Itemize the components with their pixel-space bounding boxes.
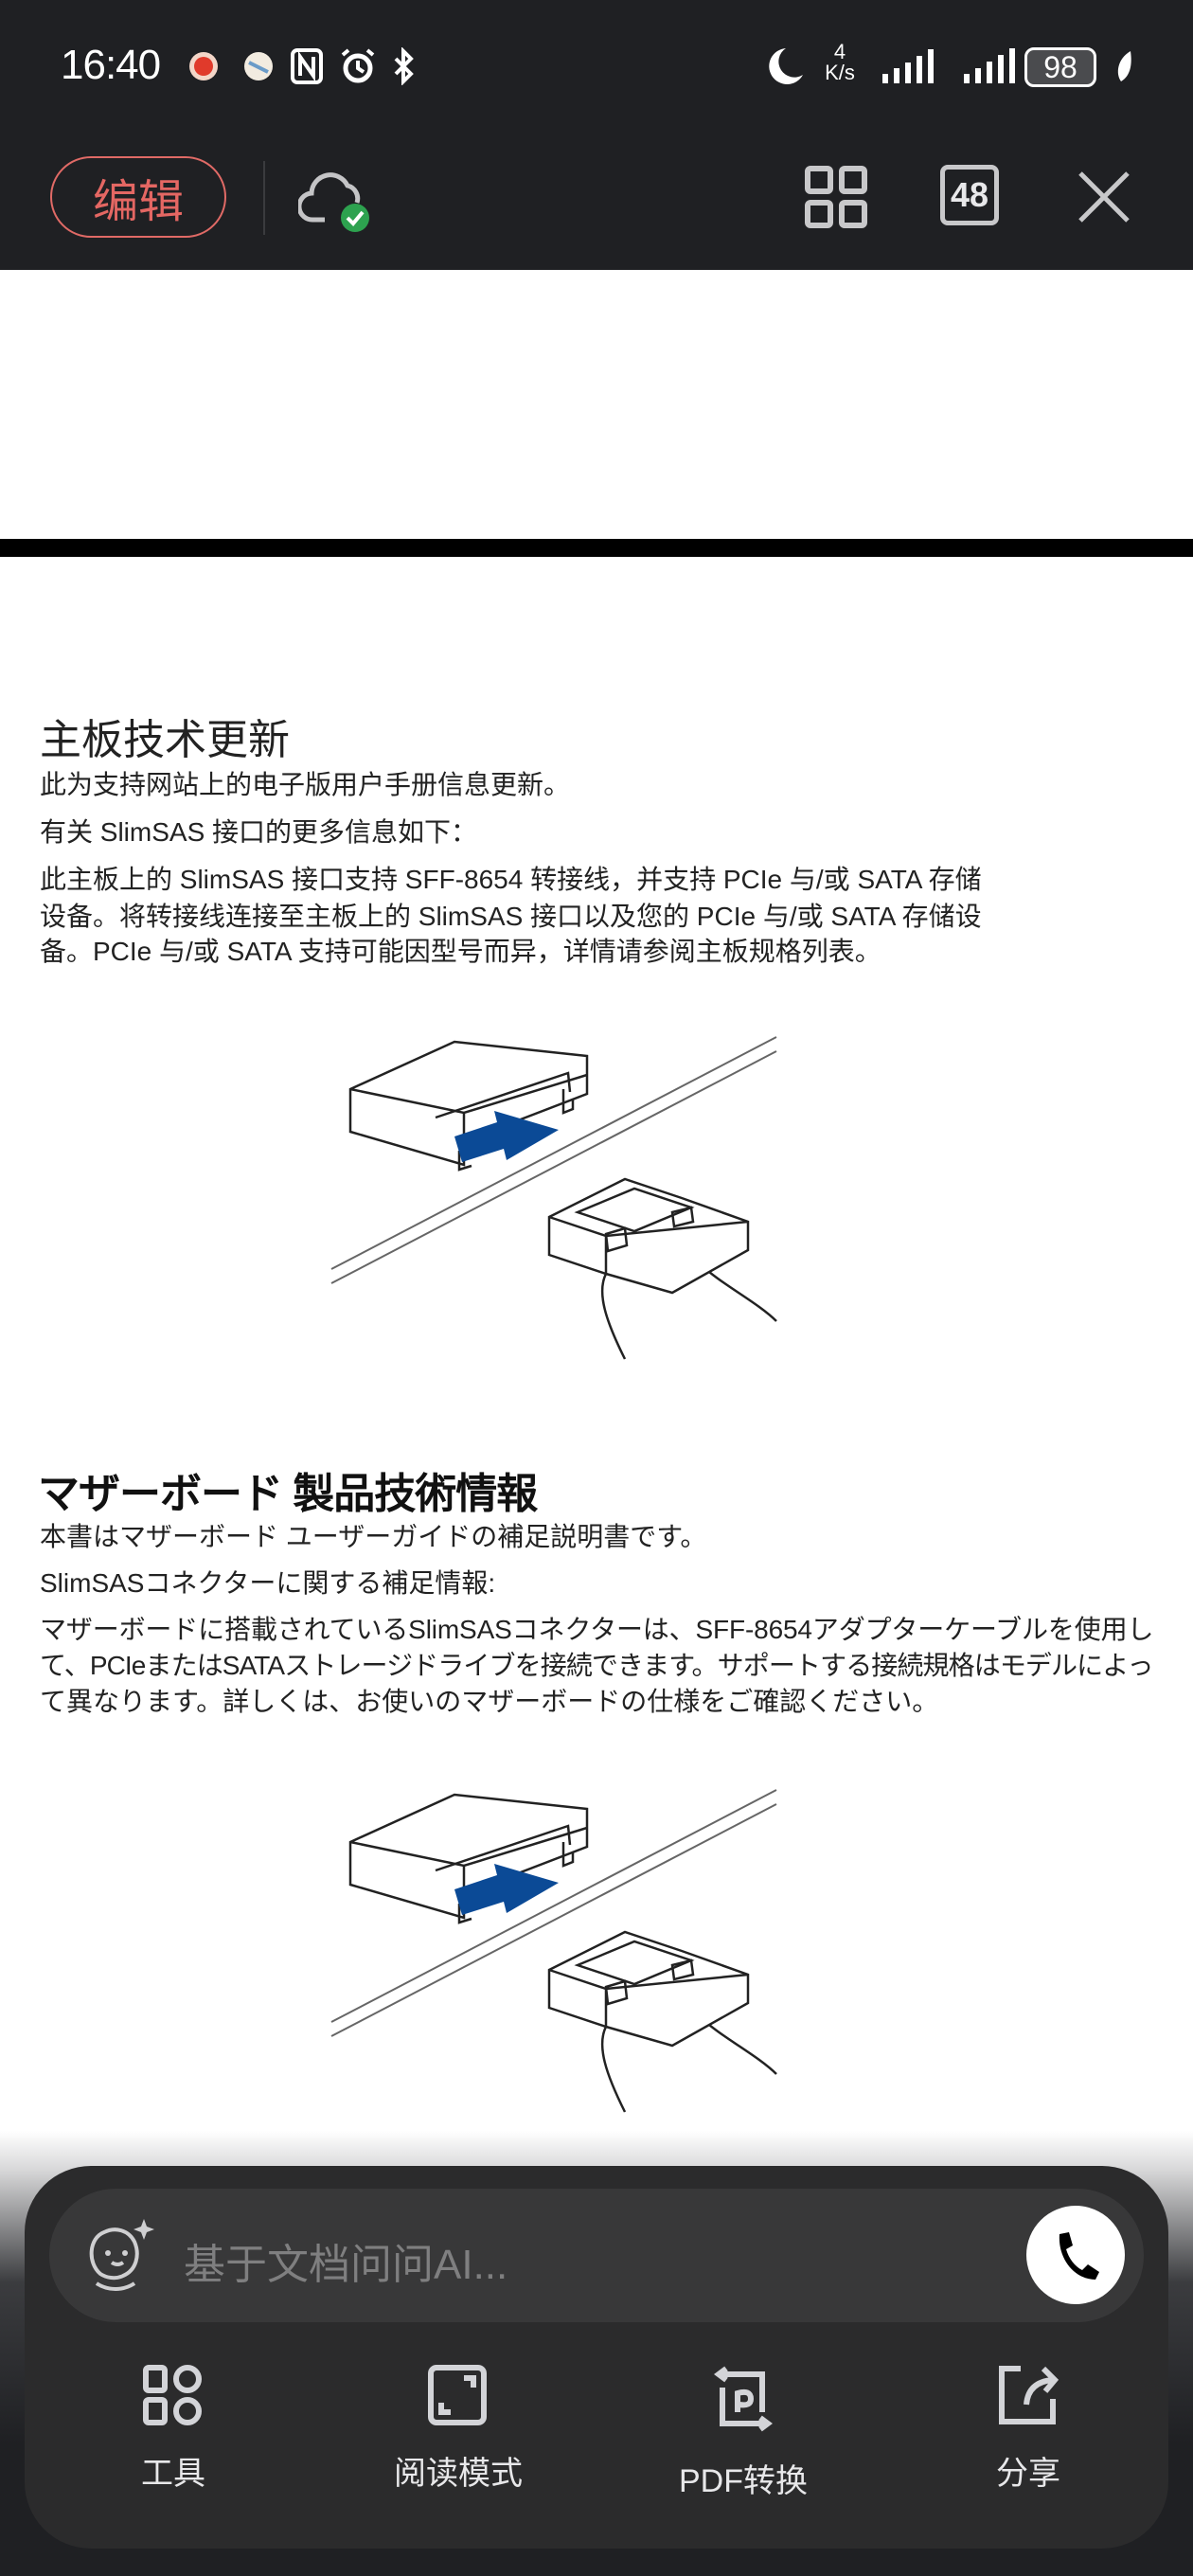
document-toolbar: 编辑 48 xyxy=(0,133,1193,270)
reading-mode-button[interactable]: 阅读模式 xyxy=(345,2365,572,2494)
paragraph-line: 备。PCIe 与/或 SATA 支持可能因型号而异，详情请参阅主板规格列表。 xyxy=(40,937,881,966)
voice-call-button[interactable] xyxy=(1026,2206,1125,2304)
section-title: 主板技术更新 xyxy=(40,717,290,763)
share-button[interactable]: 分享 xyxy=(915,2365,1142,2494)
share-label: 分享 xyxy=(996,2456,1060,2492)
signal-strength-icon xyxy=(962,47,1015,85)
do-not-disturb-icon xyxy=(765,47,805,85)
pdf-convert-label: PDF转换 xyxy=(679,2463,808,2499)
page-count-button[interactable]: 48 xyxy=(940,165,999,225)
paragraph-line: て異なります。詳しくは、お使いのマザーボードの仕様をご確認ください。 xyxy=(40,1687,939,1716)
paragraph: SlimSASコネクターに関する補足情報: xyxy=(40,1568,496,1598)
signal-strength-icon xyxy=(873,47,941,85)
battery-level: 98 xyxy=(1024,47,1096,87)
bottom-action-panel: 基于文档问问AI... 工具 阅读模式 PDF转换 分享 xyxy=(25,2166,1168,2549)
close-icon[interactable] xyxy=(1077,170,1131,228)
insert-arrow-icon xyxy=(454,1111,559,1162)
pdf-convert-icon xyxy=(714,2366,773,2432)
tools-label: 工具 xyxy=(141,2456,205,2492)
paragraph: 有关 SlimSAS 接口的更多信息如下： xyxy=(40,817,478,847)
paragraph-line: 此主板上的 SlimSAS 接口支持 SFF-8654 转接线，并支持 PCIe… xyxy=(40,865,982,894)
insert-arrow-icon xyxy=(454,1864,559,1915)
page-separator xyxy=(0,539,1193,557)
section-title: マザーボード 製品技術情報 xyxy=(38,1471,538,1517)
power-saving-leaf-icon xyxy=(1113,47,1134,85)
grid-icon xyxy=(143,2365,202,2425)
network-speed-unit: K/s xyxy=(825,61,855,84)
slimsas-connector-illustration xyxy=(330,1036,777,1360)
cloud-synced-icon[interactable] xyxy=(296,161,374,242)
share-icon xyxy=(999,2366,1059,2424)
status-bar: 16:40 4 K/s 98 xyxy=(0,0,1193,133)
app-notification-icon xyxy=(187,47,220,85)
document-page[interactable]: 主板技术更新 此为支持网站上的电子版用户手册信息更新。 有关 SlimSAS 接… xyxy=(0,270,1193,2164)
paragraph-line: マザーボードに搭載されているSlimSASコネクターは、SFF-8654アダプタ… xyxy=(40,1615,1154,1644)
thumbnails-grid-icon[interactable] xyxy=(805,166,867,233)
ask-ai-placeholder: 基于文档问问AI... xyxy=(184,2242,508,2288)
network-speed: 4 K/s xyxy=(818,42,862,83)
edit-button[interactable]: 编辑 xyxy=(50,156,226,238)
paragraph: 本書はマザーボード ユーザーガイドの補足説明書です。 xyxy=(40,1522,707,1551)
ai-assistant-icon xyxy=(83,2215,159,2301)
slimsas-connector-illustration xyxy=(330,1789,777,2113)
app-notification-icon xyxy=(242,47,275,85)
bluetooth-icon xyxy=(392,47,417,85)
alarm-icon xyxy=(339,47,377,85)
paragraph: 此为支持网站上的电子版用户手册信息更新。 xyxy=(40,770,571,799)
status-time: 16:40 xyxy=(61,42,161,88)
nfc-icon xyxy=(290,47,324,85)
toolbar-divider xyxy=(263,161,265,235)
reading-mode-label: 阅读模式 xyxy=(394,2456,523,2492)
tools-button[interactable]: 工具 xyxy=(60,2365,287,2494)
phone-icon xyxy=(1059,2232,1099,2280)
network-speed-value: 4 xyxy=(833,40,846,63)
paragraph-line: て、PCIeまたはSATAストレージドライブを接続できます。サポートする接続規格… xyxy=(40,1651,1154,1680)
pdf-convert-button[interactable]: PDF转换 xyxy=(630,2365,857,2501)
ask-ai-input[interactable]: 基于文档问问AI... xyxy=(49,2189,1144,2322)
reading-mode-icon xyxy=(428,2365,487,2425)
paragraph-line: 设备。将转接线连接至主板上的 SlimSAS 接口以及您的 PCIe 与/或 S… xyxy=(40,902,982,931)
